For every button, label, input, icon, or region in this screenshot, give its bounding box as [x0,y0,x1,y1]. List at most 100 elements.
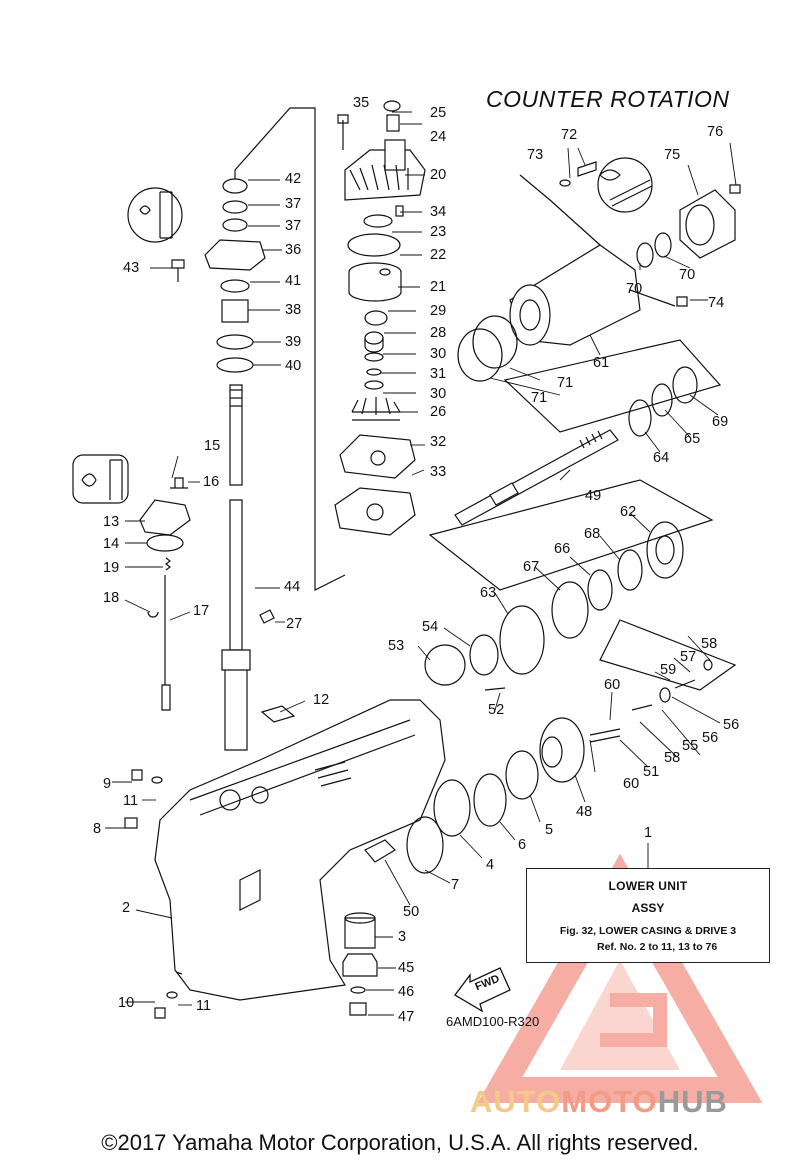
key-27 [259,609,275,624]
diagram-code: 6AMD100-R320 [446,1014,540,1029]
callout-12: 12 [313,692,330,708]
callout-17: 17 [193,603,210,619]
callout-71b: 71 [531,390,548,406]
washer-73 [559,179,571,187]
callout-25: 25 [430,105,447,121]
callout-32: 32 [430,434,447,450]
callout-70a: 70 [626,281,643,297]
bearing-3 [344,917,376,949]
washer-30a [364,352,384,362]
callout-11b: 11 [196,998,212,1014]
callout-65: 65 [684,431,701,447]
callout-56a: 56 [702,730,719,746]
callout-18: 18 [103,590,120,606]
bearing-62 [646,521,684,579]
callout-29: 29 [430,303,447,319]
callout-20: 20 [430,167,447,183]
rod-17 [161,575,171,711]
ring-7 [406,816,444,874]
callout-22: 22 [430,247,447,263]
ring-66 [587,569,613,611]
callout-68: 68 [584,526,601,542]
callout-6: 6 [518,837,527,853]
seal-37a [222,200,248,214]
fwd-arrow-icon [454,967,511,1013]
bolt-55 [631,704,653,711]
info-line-1: LOWER UNIT [608,879,688,893]
callout-72: 72 [561,127,578,143]
spring-56 [659,687,671,703]
shift-cam-53 [424,644,466,686]
clutch-50 [364,839,396,863]
callout-34: 34 [430,204,447,220]
callout-76: 76 [707,124,724,140]
callout-19: 19 [103,560,120,576]
seal-70a [636,242,654,268]
callout-27: 27 [286,616,303,632]
callout-74: 74 [708,295,725,311]
callout-46: 46 [398,984,415,1000]
pinion-45 [342,953,378,977]
bearing-64 [628,399,652,437]
callout-9: 9 [103,776,112,792]
gear-group [342,521,713,1016]
callout-45: 45 [398,960,415,976]
callout-61: 61 [593,355,610,371]
plate-32 [339,434,416,479]
oring-71b [472,315,518,369]
thrust-40 [216,357,254,373]
callout-14: 14 [103,536,120,552]
assembly-info-box: LOWER UNIT ASSY Fig. 32, LOWER CASING & … [526,868,770,963]
seal-29 [364,310,388,326]
bracket-housing [519,174,676,307]
callout-10: 10 [118,995,135,1011]
pin-52 [484,687,506,691]
page-title: COUNTER ROTATION [486,86,730,112]
info-line-2: ASSY [631,901,665,915]
callout-3: 3 [398,929,407,945]
leader-lines [105,111,737,1016]
oring-41 [220,279,250,293]
callout-55: 55 [682,738,699,754]
callout-63: 63 [480,585,497,601]
oring-14 [146,534,184,552]
housing-36 [204,239,266,271]
callout-30b: 30 [430,386,447,402]
washer-46 [350,986,366,994]
tube-24 [386,114,400,132]
washer-31 [366,368,382,376]
callout-43: 43 [123,260,140,276]
callout-28: 28 [430,325,447,341]
cover-13 [139,499,191,536]
grommet-25 [383,100,401,112]
callout-58a: 58 [664,750,681,766]
pin-34 [395,205,404,217]
callout-49: 49 [585,488,602,504]
callout-70b: 70 [679,267,696,283]
spring-57 [674,679,696,689]
callout-57: 57 [680,649,697,665]
callout-37a: 37 [285,196,302,212]
callout-36: 36 [285,242,302,258]
spring-19 [165,557,171,571]
callout-37b: 37 [285,218,302,234]
shift-group [139,477,191,711]
callout-73: 73 [527,147,544,163]
bolt-76 [729,184,741,194]
seal-28 [364,331,384,345]
bolt-35 [337,114,349,150]
bracket-shift [599,619,737,691]
callout-51: 51 [643,764,660,780]
shim-68 [617,549,643,591]
bolt-72 [577,161,597,177]
callout-24: 24 [430,129,447,145]
lower-casing-2 [124,699,446,1019]
info-line-4: Ref. No. 2 to 11, 13 to 76 [597,941,718,953]
callout-11a: 11 [123,793,139,809]
callout-7: 7 [451,877,460,893]
bracket-16 [170,477,188,489]
callout-38: 38 [285,302,302,318]
watermark-text: AUTOMOTOHUB [470,1084,728,1120]
clutch-54 [469,634,499,676]
